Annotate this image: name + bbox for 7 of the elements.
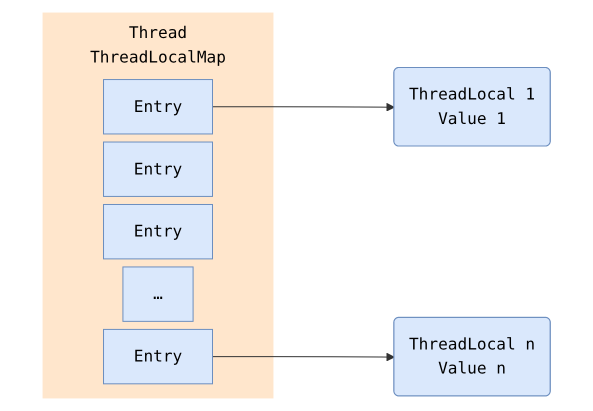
node-box: … xyxy=(122,266,194,322)
arrow xyxy=(212,102,395,112)
node-box: Entry xyxy=(102,142,213,197)
arrow xyxy=(212,352,395,362)
node-box: Entry xyxy=(102,328,213,384)
node-box: Entry xyxy=(102,79,213,134)
node-box: Entry xyxy=(102,204,213,260)
